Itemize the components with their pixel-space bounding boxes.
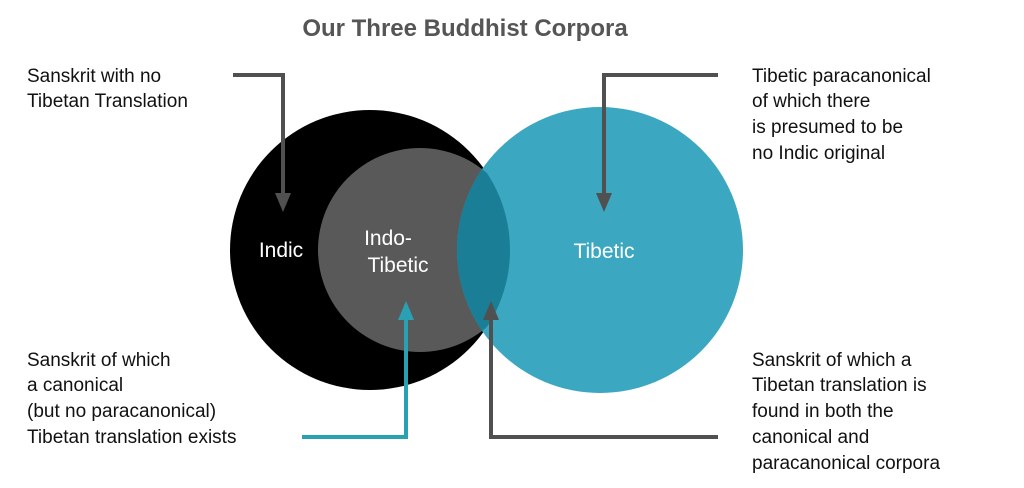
annotation-bottom-right: Sanskrit of which a Tibetan translation … bbox=[752, 350, 940, 474]
arrowhead-top-left bbox=[275, 193, 291, 212]
region-label-indo-tibetic-line1: Indo- bbox=[364, 227, 412, 250]
arrow-top-right bbox=[602, 73, 718, 195]
tibetic-circle bbox=[457, 107, 743, 393]
arrow-bottom-left bbox=[302, 318, 408, 439]
region-label-indo-tibetic-line2: Tibetic bbox=[367, 254, 428, 277]
arrowhead-top-right bbox=[596, 193, 612, 212]
arrow-bottom-right bbox=[489, 318, 718, 439]
arrowhead-bottom-right bbox=[483, 301, 499, 320]
annotation-top-left: Sanskrit with no Tibetan Translation bbox=[27, 66, 188, 112]
diagram-title: Our Three Buddhist Corpora bbox=[302, 15, 628, 42]
annotation-top-right: Tibetic paracanonical of which there is … bbox=[752, 66, 936, 164]
region-label-indic: Indic bbox=[259, 239, 303, 262]
arrow-top-left bbox=[233, 73, 285, 195]
region-label-tibetic: Tibetic bbox=[573, 240, 634, 263]
annotation-bottom-left: Sanskrit of which a canonical (but no pa… bbox=[27, 350, 236, 448]
arrowhead-bottom-left bbox=[398, 301, 414, 320]
